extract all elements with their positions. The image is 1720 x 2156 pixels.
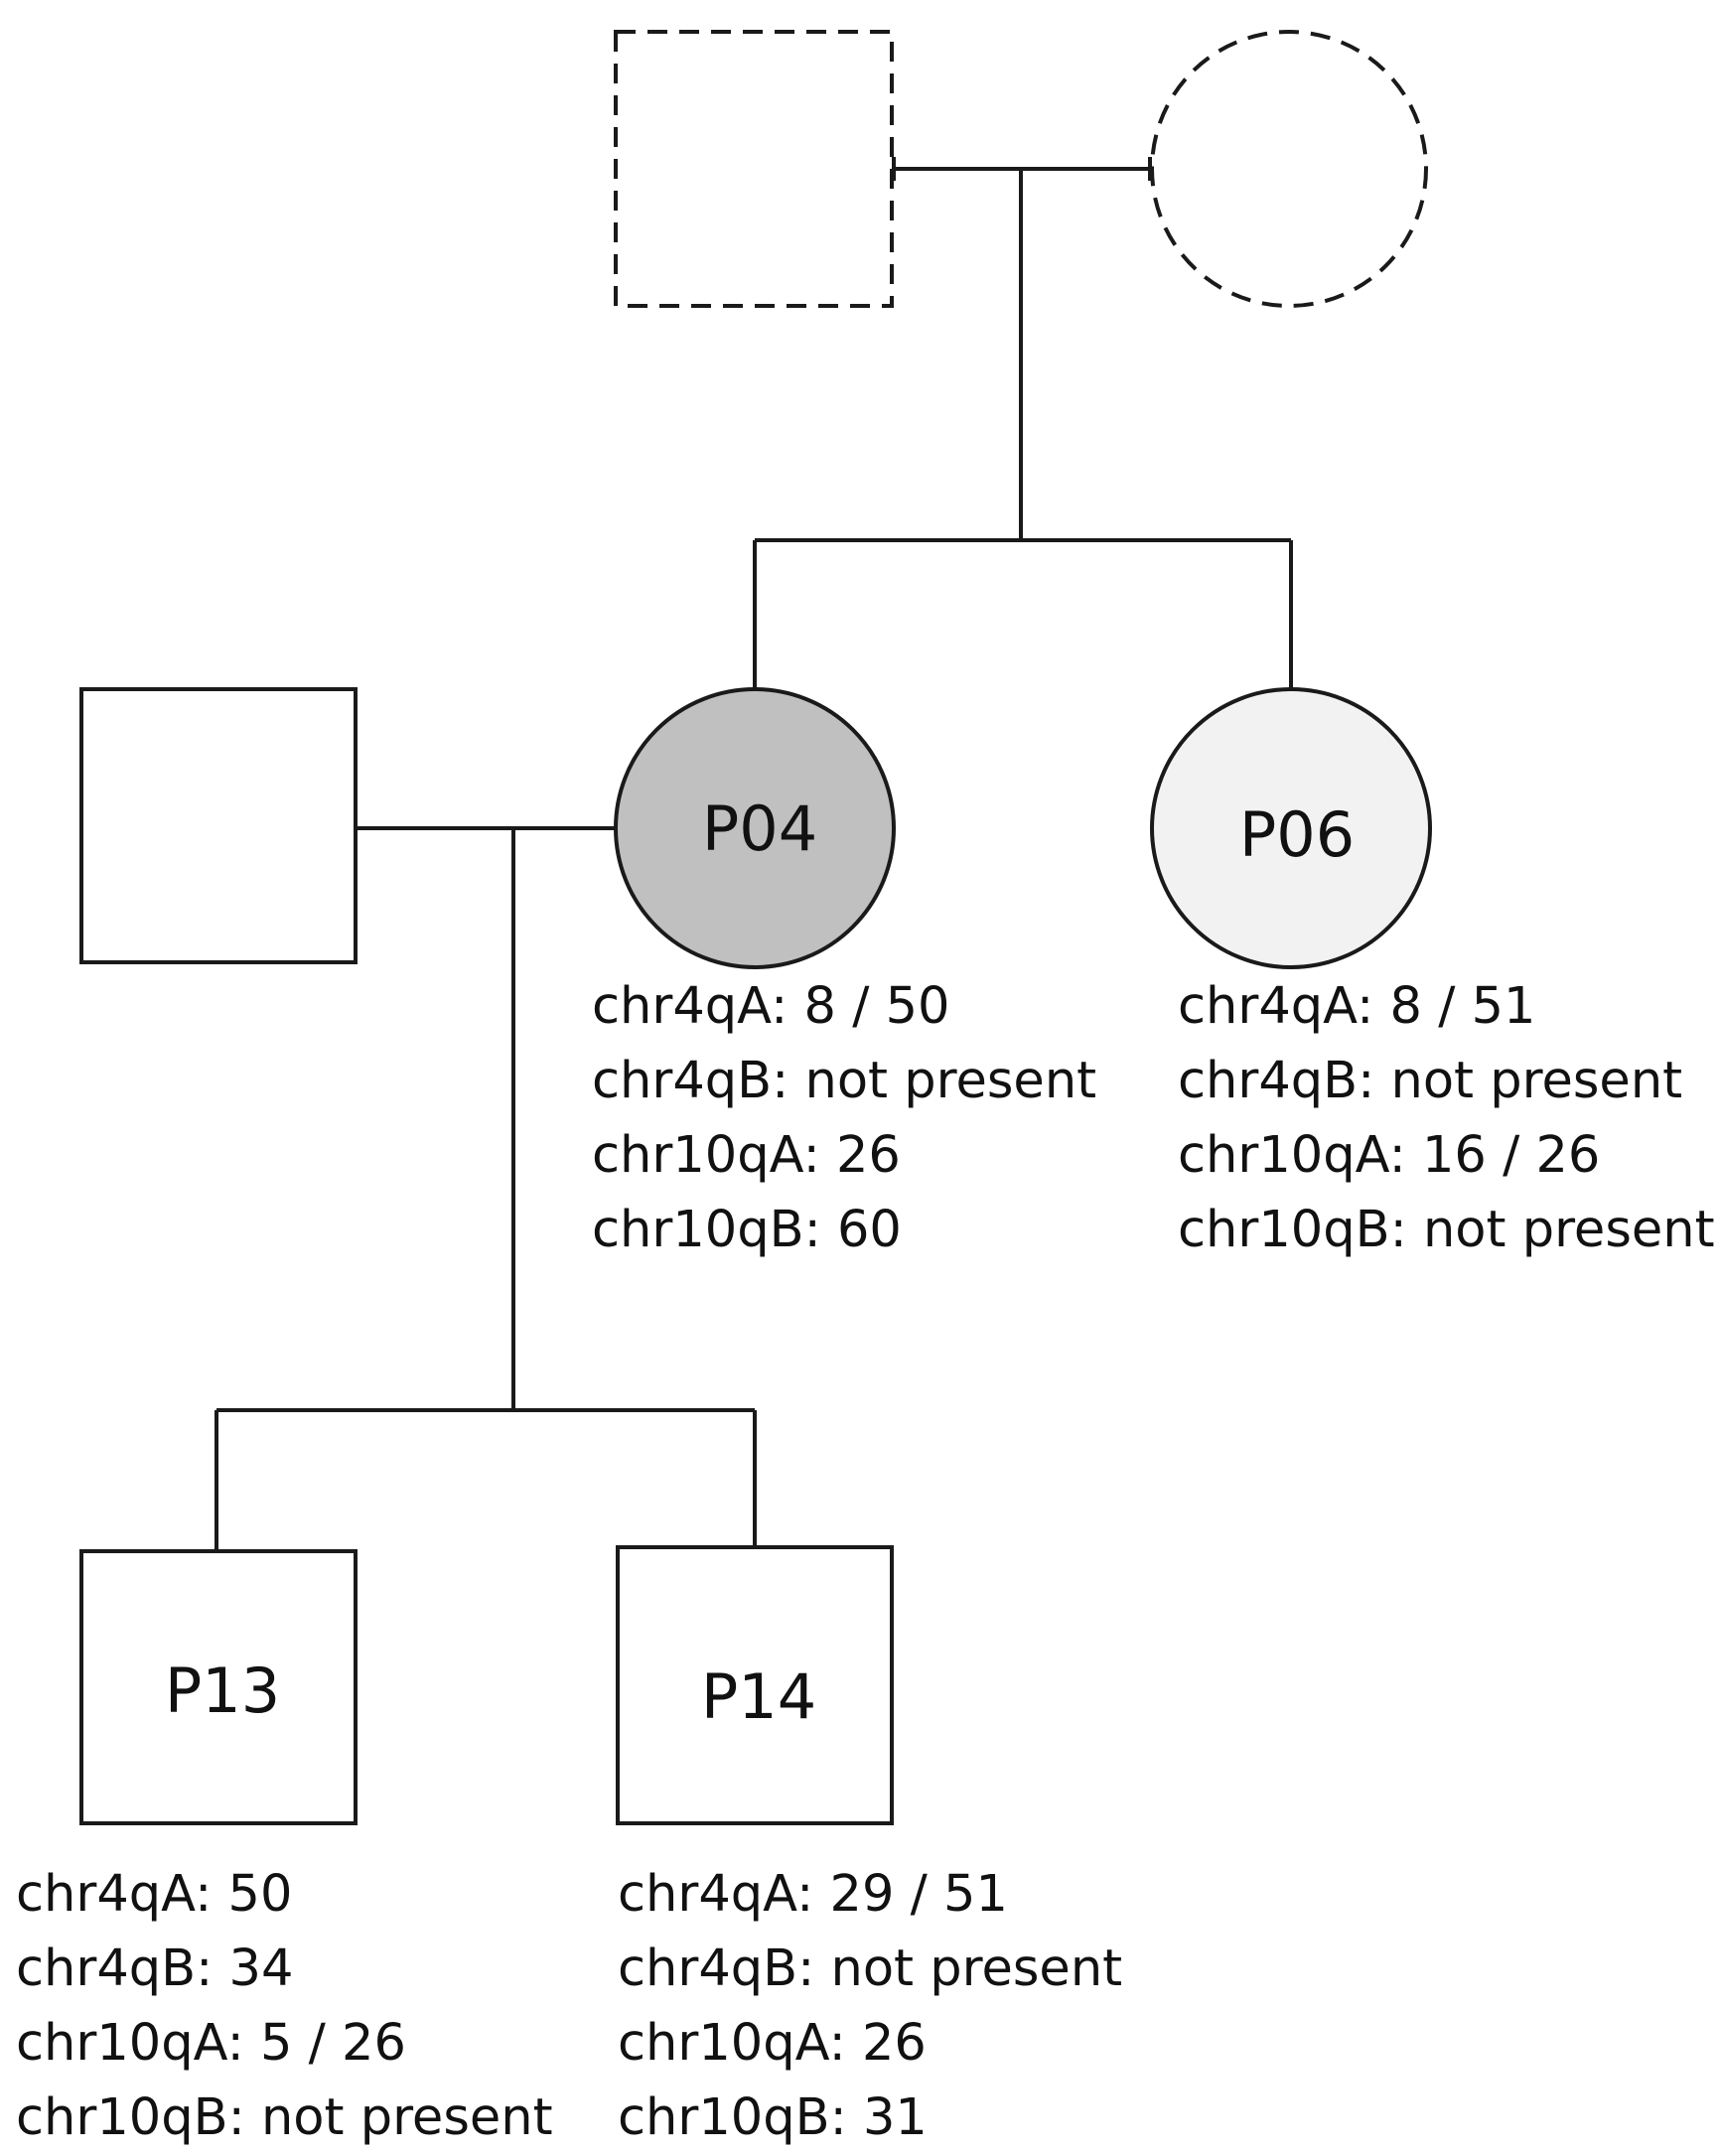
- p13-chr4qb: chr4qB: 34: [16, 1940, 294, 1998]
- p06-chr10qa: chr10qA: 16 / 26: [1178, 1126, 1601, 1185]
- grandfather-symbol: [614, 30, 894, 308]
- p06-label: P06: [1239, 798, 1355, 871]
- p13-chr10qa: chr10qA: 5 / 26: [16, 2014, 406, 2073]
- p04-genotype-info: chr4qA: 8 / 50 chr4qB: not present chr10…: [592, 969, 1096, 1267]
- p04-chr10qb: chr10qB: 60: [592, 1201, 902, 1259]
- p06-chr4qb: chr4qB: not present: [1178, 1052, 1683, 1110]
- p13-chr10qb: chr10qB: not present: [16, 2088, 553, 2147]
- p06-chr10qb: chr10qB: not present: [1178, 1201, 1715, 1259]
- p04-chr10qa: chr10qA: 26: [592, 1126, 901, 1185]
- p14-genotype-info: chr4qA: 29 / 51 chr4qB: not present chr1…: [618, 1857, 1122, 2155]
- spouse-symbol: [79, 687, 358, 964]
- p04-label: P04: [702, 792, 817, 865]
- p13-label: P13: [165, 1654, 280, 1727]
- p14-chr10qa: chr10qA: 26: [618, 2014, 927, 2073]
- p04-chr4qb: chr4qB: not present: [592, 1052, 1097, 1110]
- p04-chr4qa: chr4qA: 8 / 50: [592, 977, 950, 1036]
- p14-label: P14: [701, 1660, 816, 1733]
- p13-chr4qa: chr4qA: 50: [16, 1865, 293, 1924]
- p04-symbol: [614, 687, 896, 969]
- p06-symbol: [1150, 687, 1432, 969]
- p14-chr10qb: chr10qB: 31: [618, 2088, 928, 2147]
- grandmother-symbol: [1150, 30, 1428, 308]
- p13-symbol: [79, 1549, 358, 1825]
- p14-chr4qa: chr4qA: 29 / 51: [618, 1865, 1008, 1924]
- p06-chr4qa: chr4qA: 8 / 51: [1178, 977, 1536, 1036]
- p14-chr4qb: chr4qB: not present: [618, 1940, 1123, 1998]
- p14-symbol: [616, 1545, 894, 1825]
- p13-genotype-info: chr4qA: 50 chr4qB: 34 chr10qA: 5 / 26 ch…: [16, 1857, 553, 2155]
- p06-genotype-info: chr4qA: 8 / 51 chr4qB: not present chr10…: [1178, 969, 1715, 1267]
